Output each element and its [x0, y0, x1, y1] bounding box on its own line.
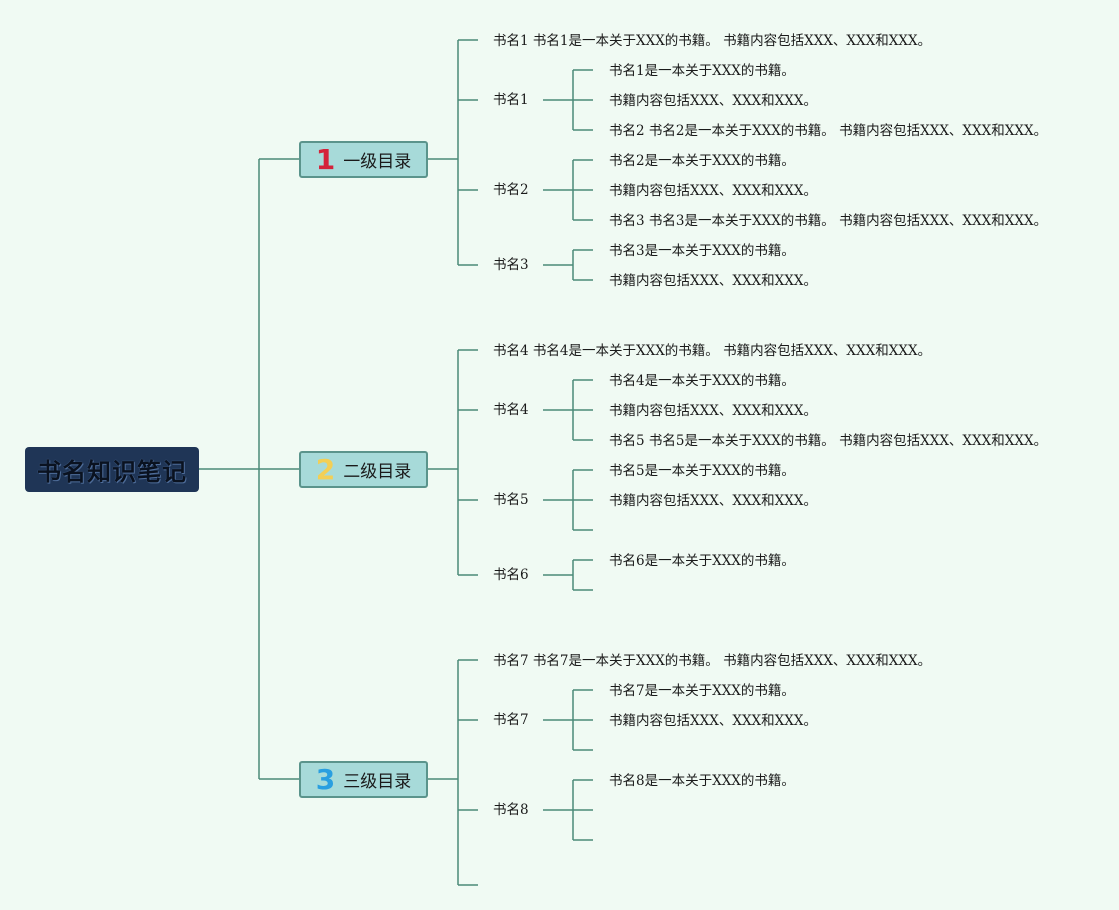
category-number-3: 3 — [315, 762, 336, 796]
detail-node[interactable]: 书籍内容包括XXX、XXX和XXX。 — [609, 273, 817, 289]
book-node-6[interactable]: 书名6 — [493, 567, 529, 583]
detail-node[interactable]: 书名5是一本关于XXX的书籍。 — [609, 463, 795, 479]
category-number-1: 1 — [315, 142, 336, 176]
summary-node-3[interactable]: 书名7 书名7是一本关于XXX的书籍。 书籍内容包括XXX、XXX和XXX。 — [493, 653, 932, 669]
detail-node[interactable]: 书名5 书名5是一本关于XXX的书籍。 书籍内容包括XXX、XXX和XXX。 — [609, 433, 1048, 449]
book-node-4[interactable]: 书名4 — [493, 402, 529, 418]
book-node-7[interactable]: 书名7 — [493, 712, 529, 728]
detail-node[interactable]: 书籍内容包括XXX、XXX和XXX。 — [609, 183, 817, 199]
category-node-3[interactable]: 3 三级目录 — [299, 761, 428, 798]
detail-node[interactable]: 书名3是一本关于XXX的书籍。 — [609, 243, 795, 259]
book-node-5[interactable]: 书名5 — [493, 492, 529, 508]
book-node-1[interactable]: 书名1 — [493, 92, 529, 108]
book-node-3[interactable]: 书名3 — [493, 257, 529, 273]
category-node-2[interactable]: 2 二级目录 — [299, 451, 428, 488]
detail-node[interactable]: 书名6是一本关于XXX的书籍。 — [609, 553, 795, 569]
detail-node[interactable]: 书名2是一本关于XXX的书籍。 — [609, 153, 795, 169]
detail-node[interactable]: 书籍内容包括XXX、XXX和XXX。 — [609, 403, 817, 419]
category-label-2: 二级目录 — [343, 462, 412, 482]
detail-node[interactable]: 书名8是一本关于XXX的书籍。 — [609, 773, 795, 789]
detail-node[interactable]: 书名1是一本关于XXX的书籍。 — [609, 63, 795, 79]
detail-node[interactable]: 书籍内容包括XXX、XXX和XXX。 — [609, 93, 817, 109]
detail-node[interactable]: 书籍内容包括XXX、XXX和XXX。 — [609, 493, 817, 509]
detail-node[interactable]: 书名7是一本关于XXX的书籍。 — [609, 683, 795, 699]
root-node[interactable]: 书名知识笔记 — [25, 447, 199, 492]
root-title: 书名知识笔记 — [37, 458, 187, 486]
category-label-3: 三级目录 — [343, 772, 412, 792]
category-number-2: 2 — [315, 452, 336, 486]
book-node-8[interactable]: 书名8 — [493, 802, 529, 818]
detail-node[interactable]: 书名4是一本关于XXX的书籍。 — [609, 373, 795, 389]
detail-node[interactable]: 书名2 书名2是一本关于XXX的书籍。 书籍内容包括XXX、XXX和XXX。 — [609, 123, 1048, 139]
summary-node-1[interactable]: 书名1 书名1是一本关于XXX的书籍。 书籍内容包括XXX、XXX和XXX。 — [493, 33, 932, 49]
book-node-2[interactable]: 书名2 — [493, 182, 529, 198]
category-node-1[interactable]: 1 一级目录 — [299, 141, 428, 178]
category-label-1: 一级目录 — [343, 152, 412, 172]
detail-node[interactable]: 书名3 书名3是一本关于XXX的书籍。 书籍内容包括XXX、XXX和XXX。 — [609, 213, 1048, 229]
summary-node-2[interactable]: 书名4 书名4是一本关于XXX的书籍。 书籍内容包括XXX、XXX和XXX。 — [493, 343, 932, 359]
detail-node[interactable]: 书籍内容包括XXX、XXX和XXX。 — [609, 713, 817, 729]
